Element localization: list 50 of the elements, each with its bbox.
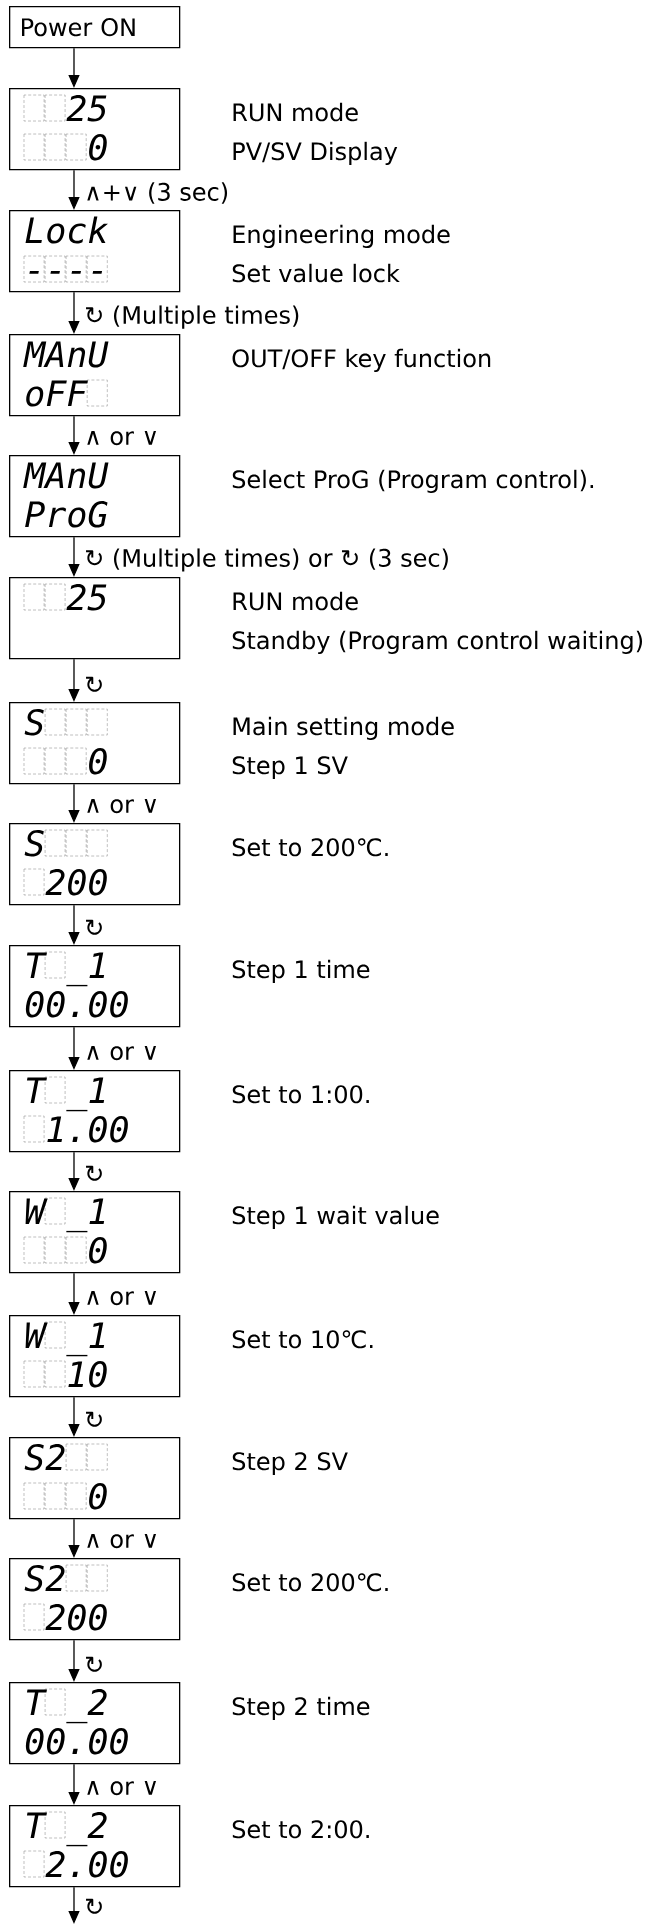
display-box: W _1 0 — [9, 1191, 181, 1274]
display-box: T _1 1.00 — [9, 1070, 181, 1153]
description-text: PV/SV Display — [233, 141, 398, 165]
display-box: T _2 00.00 — [9, 1682, 181, 1765]
edge-label: ∧ or ∨ — [83, 1044, 161, 1062]
description-text: RUN mode — [233, 102, 358, 122]
description-text: Set to 200℃. — [232, 838, 388, 857]
description-text: Step 1 wait value — [232, 1205, 439, 1229]
description-text: OUT/OFF key function — [232, 348, 491, 372]
start-box: Power ON — [9, 6, 181, 49]
edge-label: ∧ or ∨ — [83, 1289, 161, 1307]
description-text: RUN mode — [233, 591, 358, 611]
edge-label: ↻ (Multiple times) — [83, 304, 302, 330]
display-box: MAnU ProG — [9, 455, 181, 538]
description-text: Set to 2:00. — [232, 1820, 369, 1839]
description-text: Engineering mode — [233, 224, 450, 248]
display-box: T _1 00.00 — [9, 945, 181, 1028]
description-text: Step 1 SV — [232, 756, 348, 779]
description-text: Set to 1:00. — [232, 1085, 369, 1104]
edge-label: ∧ or ∨ — [83, 797, 161, 815]
edge-label: ∧ or ∨ — [83, 1779, 161, 1797]
edge-label: ↻ — [83, 1897, 106, 1917]
display-box: Lock ---- — [9, 210, 181, 293]
edge-label: ↻ — [83, 1655, 106, 1675]
edge-label: ∧ or ∨ — [83, 429, 161, 447]
description-text: Set value lock — [232, 263, 400, 283]
display-box: S2 0 — [9, 1437, 181, 1520]
description-text: Standby (Program control waiting) — [232, 630, 642, 654]
display-box: MAnU oFF — [9, 334, 181, 417]
display-box: S 0 — [9, 702, 181, 785]
edge-label: ↻ — [83, 1410, 106, 1430]
description-text: Step 1 time — [232, 959, 370, 983]
edge-label: ↻ (Multiple times) or ↻ (3 sec) — [83, 547, 451, 573]
description-text: Set to 10℃. — [232, 1330, 373, 1349]
edge-label: ∧+∨ (3 sec) — [83, 181, 231, 205]
description-text: Set to 200℃. — [232, 1573, 388, 1592]
description-text: Step 2 SV — [232, 1452, 348, 1475]
description-text: Main setting mode — [233, 716, 454, 740]
display-box: S 200 — [9, 823, 181, 906]
edge-label: ∧ or ∨ — [83, 1532, 161, 1550]
display-box: S2 200 — [9, 1558, 181, 1641]
display-box: 25 — [9, 577, 181, 660]
edge-label: ↻ — [83, 675, 106, 695]
description-text: Step 2 time — [232, 1696, 370, 1720]
display-box: T _2 2.00 — [9, 1805, 181, 1888]
display-box: W _1 10 — [9, 1315, 181, 1398]
display-box: 25 0 — [9, 88, 181, 171]
edge-label: ↻ — [83, 918, 106, 938]
edge-label: ↻ — [83, 1164, 106, 1184]
description-text: Select ProG (Program control). — [232, 469, 594, 493]
